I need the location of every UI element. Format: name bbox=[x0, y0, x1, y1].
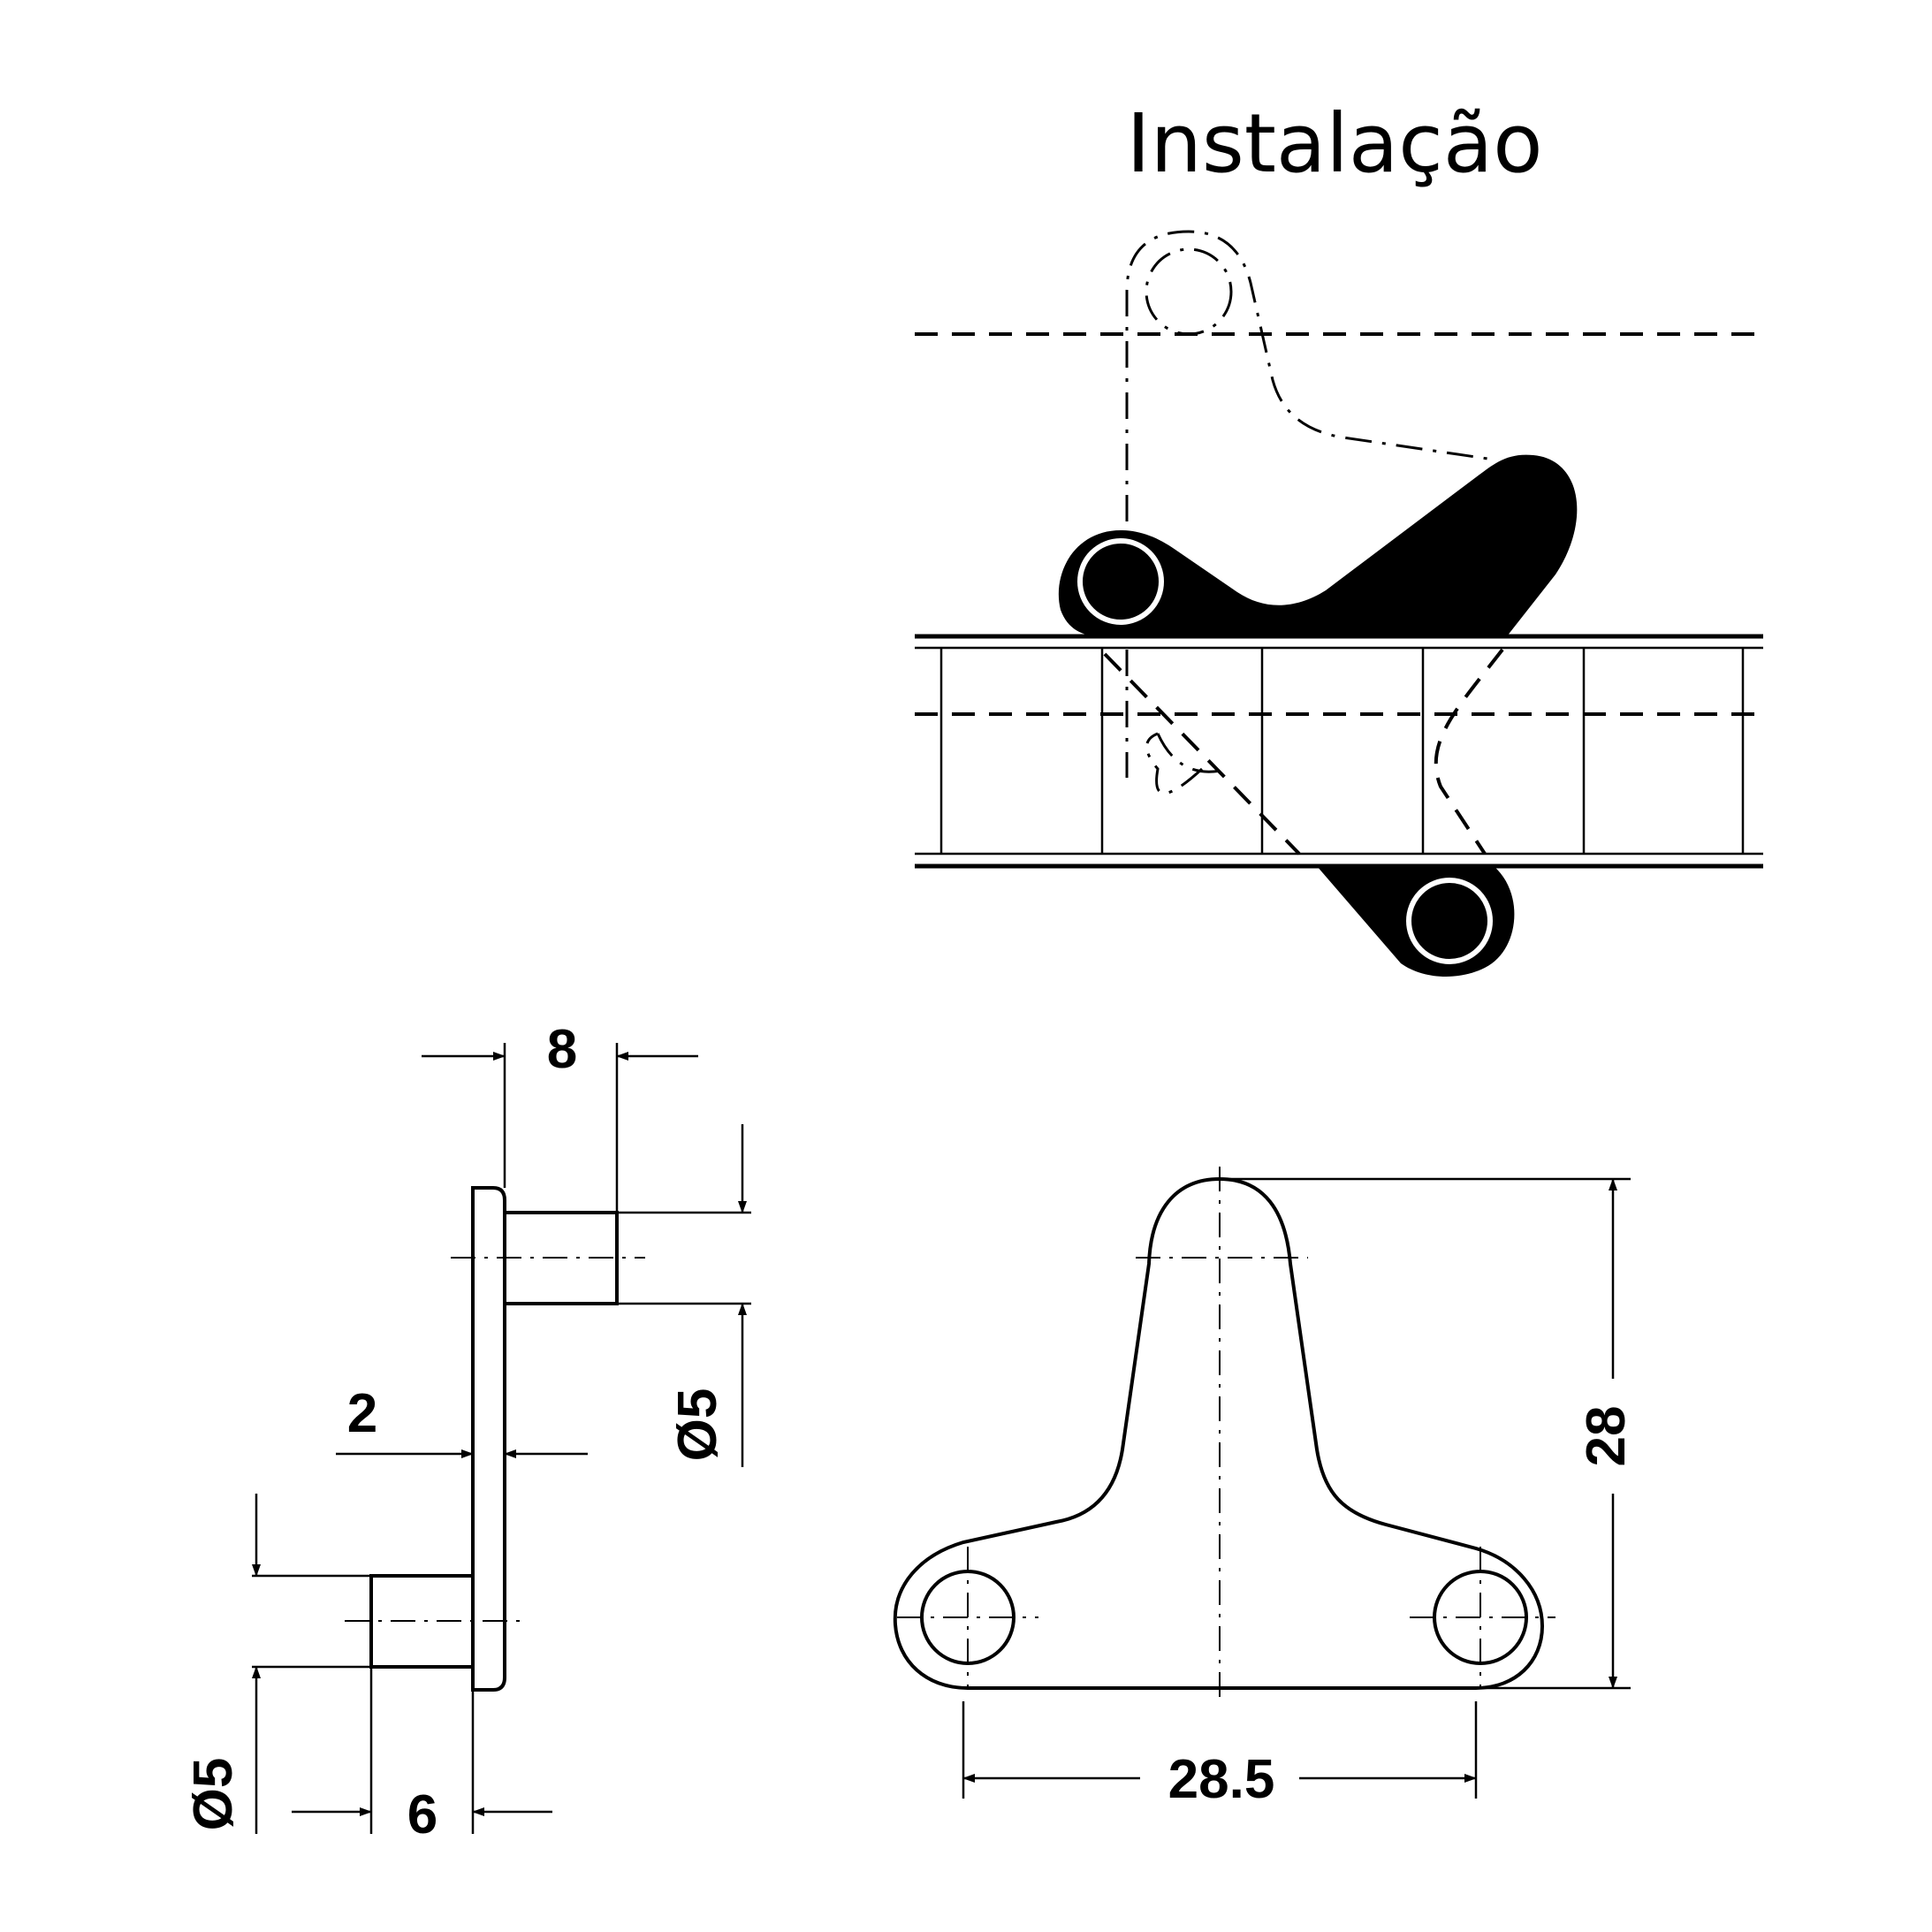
dim-hole-spacing: 28.5 bbox=[1168, 1749, 1275, 1810]
dim-top-pin-length: 8 bbox=[547, 1019, 577, 1080]
dim-bottom-pin-diameter: Ø5 bbox=[183, 1758, 244, 1831]
dim-plate-thickness: 2 bbox=[347, 1383, 377, 1444]
connector-upper-silhouette bbox=[1058, 454, 1578, 636]
installation-title: Instalação bbox=[1126, 96, 1542, 191]
dim-top-pin-diameter: Ø5 bbox=[667, 1388, 728, 1462]
dim-height: 28 bbox=[1576, 1406, 1637, 1467]
side-plate bbox=[471, 1186, 506, 1692]
installation-view bbox=[915, 230, 1763, 977]
phantom-lower-position bbox=[1103, 648, 1504, 856]
connector-outline bbox=[893, 1176, 1545, 1690]
front-view: 28 28.5 bbox=[893, 1167, 1637, 1810]
side-view: 8 Ø5 2 Ø5 6 bbox=[183, 1019, 751, 1845]
dim-bottom-pin-length: 6 bbox=[407, 1784, 437, 1845]
phantom-upper-position bbox=[1125, 230, 1495, 521]
connector-upper-hole bbox=[1077, 538, 1164, 625]
connector-lower-hole bbox=[1406, 878, 1493, 964]
panel-board bbox=[915, 634, 1763, 869]
